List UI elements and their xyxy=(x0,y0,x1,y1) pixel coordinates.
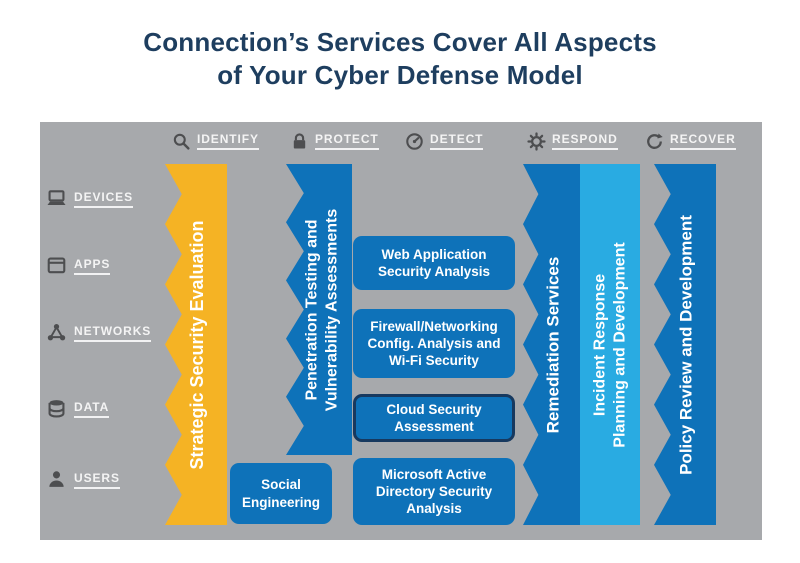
service-label-social: Social Engineering xyxy=(241,477,320,510)
gear-icon xyxy=(527,131,546,151)
column-label-recover: RECOVER xyxy=(670,132,736,150)
row-label-apps: APPS xyxy=(46,255,111,276)
column-header-protect: PROTECT xyxy=(290,130,379,152)
service-label-msad: Microsoft Active Directory Security Anal… xyxy=(375,466,493,517)
column-header-recover: RECOVER xyxy=(645,130,736,152)
column-label-respond: RESPOND xyxy=(552,132,618,150)
row-label-text-networks: NETWORKS xyxy=(74,324,152,342)
column-header-detect: DETECT xyxy=(405,130,484,152)
user-icon xyxy=(49,471,64,487)
service-bar-incident-response: Incident Response Planning and Developme… xyxy=(580,164,640,525)
gauge-icon xyxy=(406,132,423,150)
service-box-web-application-security: Web Application Security Analysis xyxy=(353,236,515,290)
column-label-identify: IDENTIFY xyxy=(197,132,259,150)
row-label-text-devices: DEVICES xyxy=(74,190,133,208)
lock-icon xyxy=(293,132,306,149)
service-label-webapp: Web Application Security Analysis xyxy=(377,246,491,279)
row-label-networks: NETWORKS xyxy=(46,322,152,343)
page-title: Connection’s Services Cover All Aspects … xyxy=(0,26,800,92)
service-box-microsoft-active-directory: Microsoft Active Directory Security Anal… xyxy=(353,458,515,525)
service-label-firewall: Firewall/Networking Config. Analysis and… xyxy=(367,318,501,369)
refresh-icon xyxy=(647,133,663,149)
service-bar-policy-review: Policy Review and Development xyxy=(654,164,716,525)
row-label-text-data: DATA xyxy=(74,400,110,418)
service-box-firewall-networking: Firewall/Networking Config. Analysis and… xyxy=(353,309,515,378)
column-label-protect: PROTECT xyxy=(315,132,379,150)
database-icon xyxy=(48,400,65,418)
row-label-users: USERS xyxy=(46,469,120,490)
service-bar-remediation-services: Remediation Services xyxy=(523,164,580,525)
magnifier-icon xyxy=(173,133,190,150)
service-label-cloud: Cloud Security Assessment xyxy=(386,401,482,434)
column-header-identify: IDENTIFY xyxy=(172,130,259,152)
service-box-social-engineering: Social Engineering xyxy=(230,463,332,524)
column-label-detect: DETECT xyxy=(430,132,484,150)
service-label-remediation: Remediation Services xyxy=(543,256,563,433)
column-header-respond: RESPOND xyxy=(527,130,618,152)
service-label-incident: Incident Response Planning and Developme… xyxy=(591,241,628,448)
service-label-policy: Policy Review and Development xyxy=(677,214,697,475)
laptop-icon xyxy=(47,190,66,206)
network-icon xyxy=(47,323,66,341)
service-box-cloud-security-assessment: Cloud Security Assessment xyxy=(353,394,515,442)
service-label-strategic: Strategic Security Evaluation xyxy=(187,219,208,470)
row-label-devices: DEVICES xyxy=(46,188,133,209)
row-label-text-users: USERS xyxy=(74,471,120,489)
service-bar-strategic-security-evaluation: Strategic Security Evaluation xyxy=(165,164,227,525)
service-label-penetration: Penetration Testing and Vulnerability As… xyxy=(303,208,340,411)
row-label-text-apps: APPS xyxy=(74,257,111,275)
page-title-line-1: Connection’s Services Cover All Aspects xyxy=(143,27,657,57)
row-label-data: DATA xyxy=(46,398,110,419)
page-title-line-2: of Your Cyber Defense Model xyxy=(217,60,583,91)
app-window-icon xyxy=(47,257,66,274)
